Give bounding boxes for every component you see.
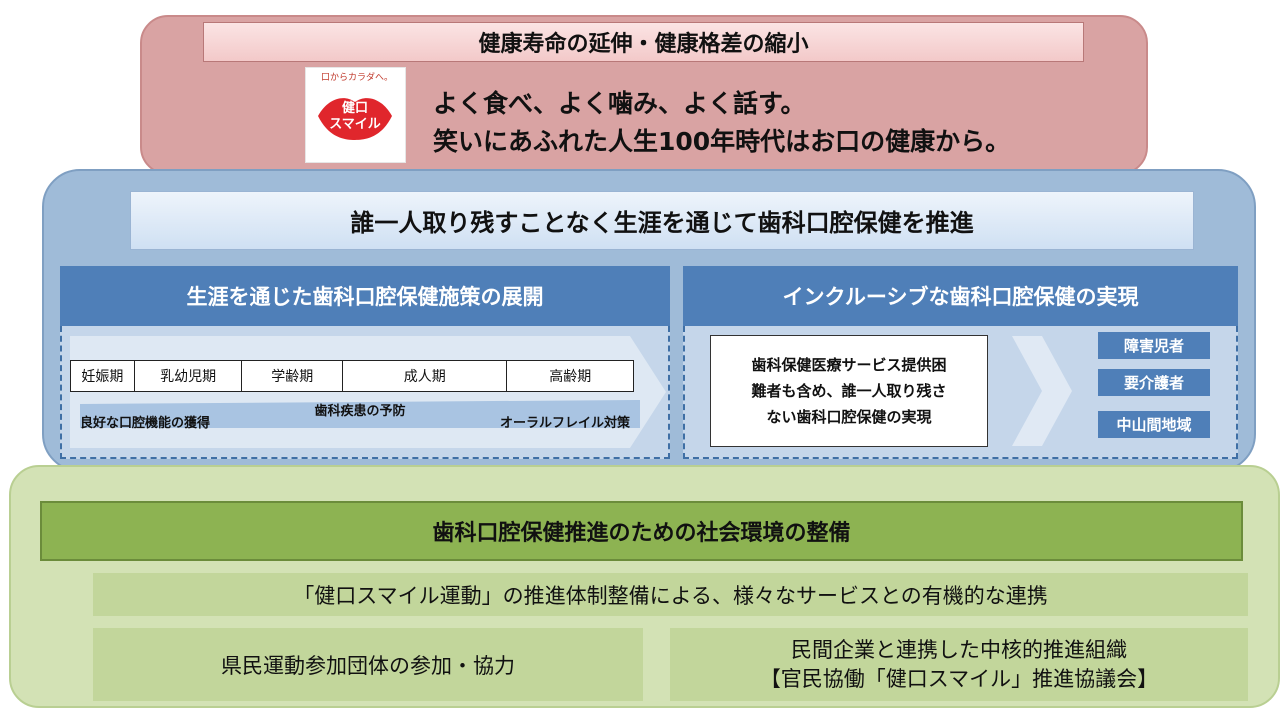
target-disabled: 障害児者 xyxy=(1098,332,1210,359)
coordination-item: 「健口スマイル運動」の推進体制整備による、様々なサービスとの有機的な連携 xyxy=(93,573,1248,616)
stage-adult: 成人期 xyxy=(343,361,508,391)
oral-frailty-label: オーラルフレイル対策 xyxy=(499,415,630,431)
target-care-needed: 要介護者 xyxy=(1098,369,1210,396)
life-stage-table: 妊娠期 乳幼児期 学齢期 成人期 高齢期 xyxy=(70,360,634,392)
environment-title: 歯科口腔保健推進のための社会環境の整備 xyxy=(40,501,1243,561)
stage-pregnancy: 妊娠期 xyxy=(71,361,135,391)
lips-icon xyxy=(318,98,392,140)
participation-item: 県民運動参加団体の参加・協力 xyxy=(93,628,643,701)
logo-line2: スマイル xyxy=(329,117,381,132)
service-line-3: ない歯科口腔保健の実現 xyxy=(766,408,932,426)
council-item: 民間企業と連携した中核的推進組織 【官民協働「健口スマイル」推進協議会】 xyxy=(670,628,1248,701)
logo-tagline: 口からカラダへ。 xyxy=(320,72,393,83)
chevron-right-icon xyxy=(1012,336,1072,446)
service-line-2: 難者も含め、誰一人取り残さ xyxy=(751,382,947,400)
goal-title: 健康寿命の延伸・健康格差の縮小 xyxy=(203,22,1084,62)
lifecourse-arrow xyxy=(70,336,666,448)
target-mountain-area: 中山間地域 xyxy=(1098,411,1210,438)
slogan-line-2: 笑いにあふれた人生100年時代はお口の健康から。 xyxy=(433,127,1011,156)
logo-text: 健口 スマイル xyxy=(316,100,394,134)
logo-line1: 健口 xyxy=(341,101,368,116)
oral-function-label: 良好な口腔機能の獲得 xyxy=(80,415,211,431)
service-line-1: 歯科保健医療サービス提供困 xyxy=(751,356,947,374)
service-description: 歯科保健医療サービス提供困 難者も含め、誰一人取り残さ ない歯科口腔保健の実現 xyxy=(710,335,988,447)
council-line-2: 【官民協働「健口スマイル」推進協議会】 xyxy=(759,666,1159,691)
stage-elderly: 高齢期 xyxy=(549,369,592,385)
lifelong-measures-heading: 生涯を通じた歯科口腔保健施策の展開 xyxy=(60,266,670,326)
stage-infancy: 乳幼児期 xyxy=(135,361,243,391)
slogan-line-1: よく食べ、よく噛み、よく話す。 xyxy=(433,89,806,118)
promotion-title: 誰一人取り残すことなく生涯を通じて歯科口腔保健を推進 xyxy=(130,191,1194,250)
dental-disease-prevention-label: 歯科疾患の予防 xyxy=(314,403,406,419)
stage-school-age: 学齢期 xyxy=(242,361,344,391)
inclusive-heading: インクルーシブな歯科口腔保健の実現 xyxy=(683,266,1238,326)
council-line-1: 民間企業と連携した中核的推進組織 xyxy=(791,637,1127,662)
